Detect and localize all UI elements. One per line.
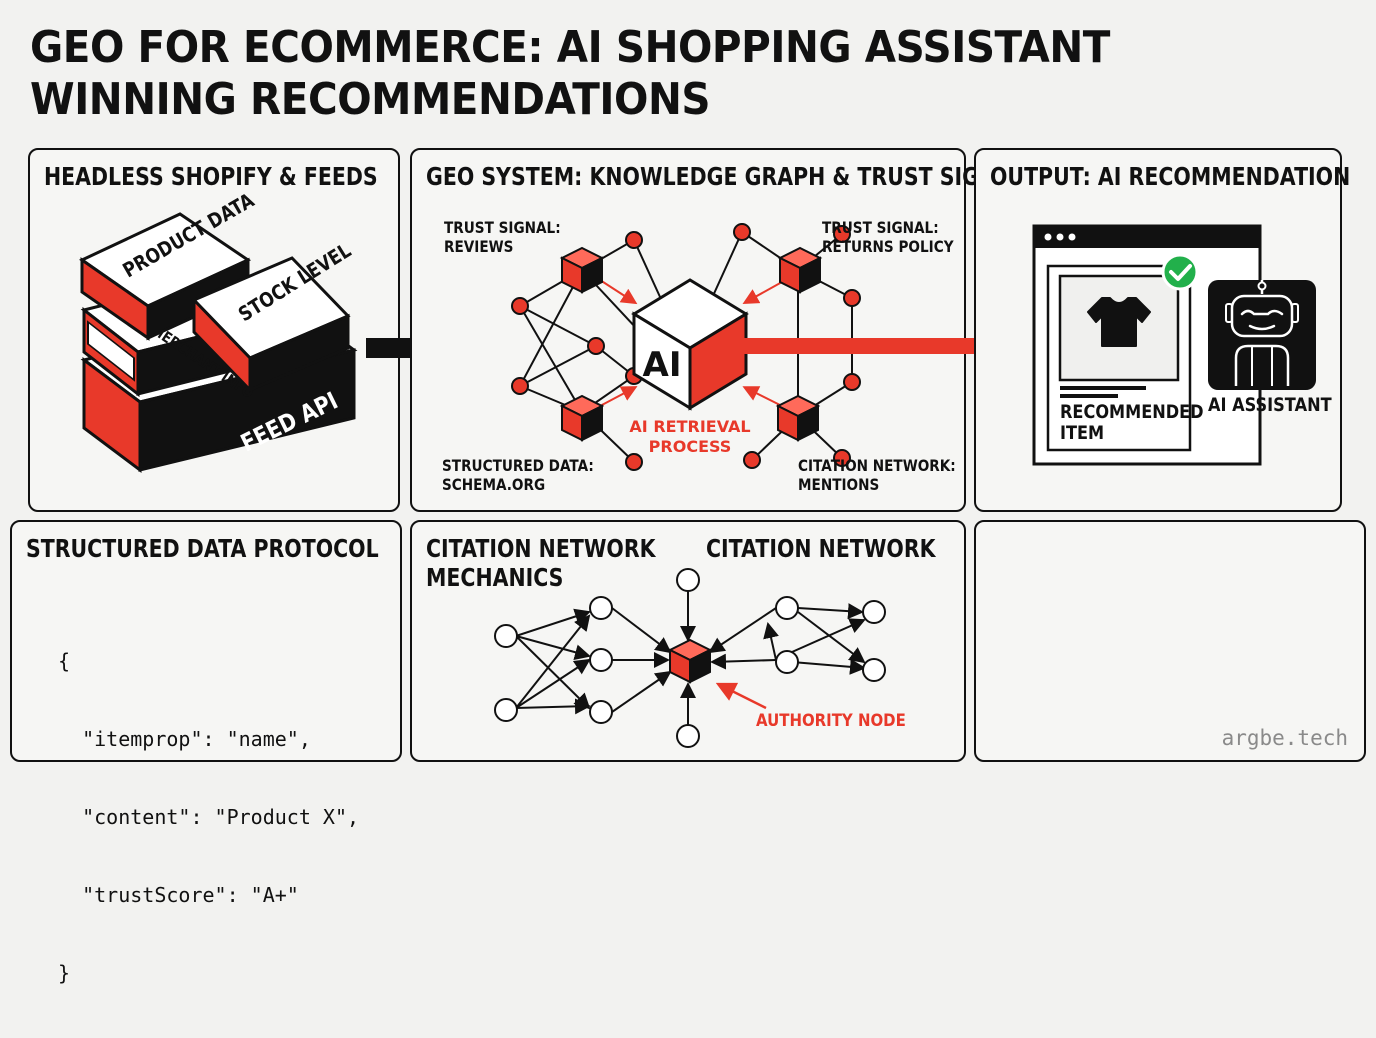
check-icon — [1161, 253, 1199, 291]
reviews-signal-label: TRUST SIGNAL: REVIEWS — [444, 218, 561, 256]
process-label-line-2: PROCESS — [649, 437, 732, 456]
authority-node-label: AUTHORITY NODE — [756, 710, 906, 730]
ai-cube-label: AI — [643, 345, 682, 385]
schema-signal-label: STRUCTURED DATA: SCHEMA.ORG — [442, 456, 594, 494]
recommendation-illustration — [1032, 224, 1316, 466]
panel-structured-data: STRUCTURED DATA PROTOCOL { "itemprop": "… — [10, 520, 402, 985]
process-label-line-1: AI RETRIEVAL — [629, 417, 750, 436]
code-line: "content": "Product X", — [58, 805, 360, 829]
panel-title: OUTPUT: AI RECOMMENDATION — [990, 162, 1351, 191]
page-title-line-1: GEO FOR ECOMMERCE: AI SHOPPING ASSISTANT — [30, 22, 1110, 73]
reviews-signal-cube — [559, 246, 605, 294]
citation-network-diagram: AUTHORITY NODE — [494, 568, 906, 748]
panel-title: GEO SYSTEM: KNOWLEDGE GRAPH & TRUST SIGN… — [426, 162, 1040, 191]
code-line: "trustScore": "A+" — [58, 883, 299, 907]
panel-title: HEADLESS SHOPIFY & FEEDS — [44, 162, 378, 191]
json-code-block: { "itemprop": "name", "content": "Produc… — [58, 596, 359, 1038]
page-title: GEO FOR ECOMMERCE: AI SHOPPING ASSISTANT… — [30, 22, 1226, 126]
citation-signal-cube — [775, 394, 821, 442]
panel-title: CITATION NETWORK MECHANICS — [426, 534, 656, 592]
panel-geo-system: GEO SYSTEM: KNOWLEDGE GRAPH & TRUST SIGN… — [410, 148, 1040, 512]
ai-cube: AI — [631, 278, 749, 411]
panel-headless-shopify: HEADLESS SHOPIFY & FEEDS FEED API MERCHA… — [28, 148, 400, 512]
returns-signal-label: TRUST SIGNAL: RETURNS POLICY — [822, 218, 954, 256]
knowledge-graph-diagram: AI AI RETRIEVAL PROCESS — [511, 223, 861, 471]
ai-assistant-label: AI ASSISTANT — [1208, 394, 1332, 416]
code-line: "itemprop": "name", — [58, 727, 311, 751]
citation-diagram-title: CITATION NETWORK — [706, 534, 936, 563]
code-line: } — [58, 961, 71, 985]
code-line: { — [58, 649, 71, 673]
panel-citation-network: CITATION NETWORK MECHANICS CITATION NETW… — [410, 520, 966, 762]
robot-icon — [1208, 280, 1316, 390]
authority-node-cube — [667, 638, 713, 684]
returns-signal-cube — [777, 246, 823, 294]
tshirt-icon — [1087, 297, 1151, 347]
panel-output: OUTPUT: AI RECOMMENDATION — [974, 148, 1350, 512]
panel-empty — [974, 520, 1366, 762]
ai-to-output-arrow — [742, 324, 1024, 368]
authority-pointer — [715, 682, 767, 710]
panel-title: STRUCTURED DATA PROTOCOL — [26, 534, 379, 563]
citation-signal-label: CITATION NETWORK: MENTIONS — [798, 456, 956, 494]
page-title-line-2: WINNING RECOMMENDATIONS — [30, 74, 711, 125]
recommended-item-label: RECOMMENDED ITEM — [1060, 401, 1204, 444]
schema-signal-cube — [559, 394, 605, 442]
data-stack-illustration: FEED API MERCHANT INFO PRODUCT DATA STOC… — [79, 189, 358, 473]
watermark: argbe.tech — [1221, 726, 1348, 750]
